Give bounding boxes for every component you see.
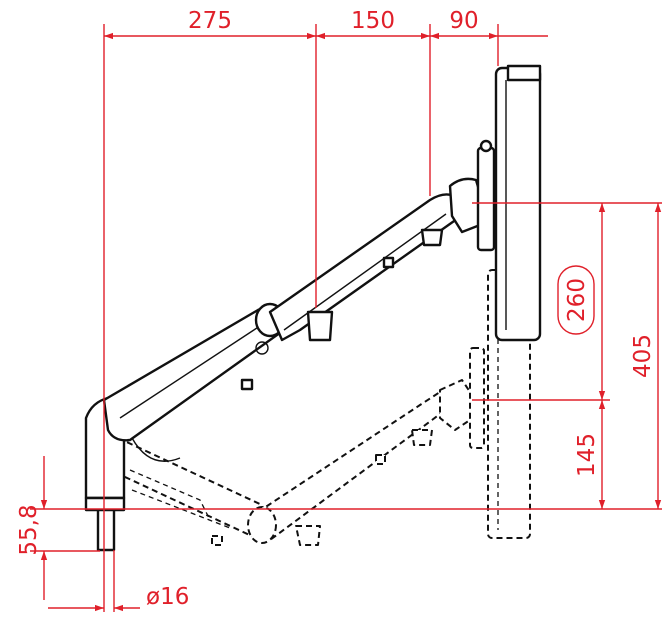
monitor-body	[494, 66, 542, 342]
dimension-lines	[30, 24, 662, 612]
dim-pole-diameter: ø16	[146, 584, 189, 610]
reference-dimension-circle	[557, 265, 595, 335]
arm-raised-position	[84, 64, 542, 552]
dim-height-145: 145	[574, 433, 600, 477]
mounting-pole	[96, 508, 116, 552]
dim-reach-150: 150	[351, 8, 395, 34]
clamp-foot	[84, 496, 126, 512]
dim-height-260: 260	[564, 278, 590, 322]
tilt-head	[448, 177, 484, 234]
upper-arm	[268, 193, 466, 342]
dim-reach-90: 90	[449, 8, 478, 34]
dimension-labels: 275 150 90 260 405 145 55,8 ø16	[16, 8, 656, 610]
dim-height-405: 405	[630, 334, 656, 378]
vesa-plate	[476, 146, 496, 252]
dim-reach-275: 275	[188, 8, 232, 34]
dim-clamp-55-8: 55,8	[16, 504, 42, 555]
